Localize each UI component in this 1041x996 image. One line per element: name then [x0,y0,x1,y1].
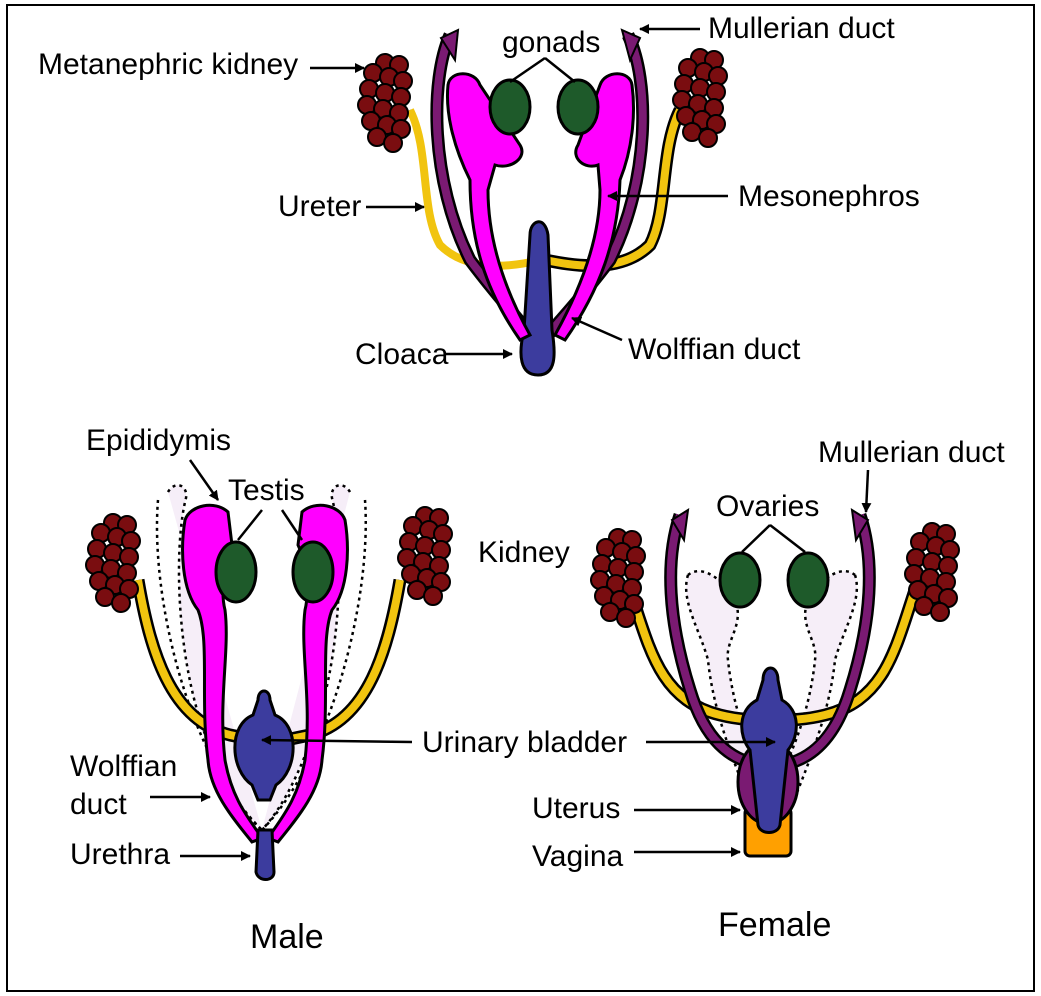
testis-left [216,542,256,602]
cloaca [521,222,554,375]
female-system: Mullerian duct Ovaries Uterus Vagina Fem… [532,436,1005,944]
pointer-gonads-left [510,58,545,82]
label-wolffian: Wolffian [70,750,177,783]
male-kidney-right [398,507,452,605]
ovary-right [788,553,828,607]
label-urinary-bladder: Urinary bladder [422,726,627,759]
kidney-left [358,54,412,152]
male-kidney-left [86,514,140,612]
label-metanephric-kidney: Metanephric kidney [38,48,298,81]
label-vagina: Vagina [532,840,624,873]
label-duct: duct [70,788,127,821]
label-gonads: gonads [502,26,600,59]
pointer-mullerian-duct-female [866,470,868,512]
gonad-right [558,80,598,134]
male-urethra [256,830,274,880]
label-urethra: Urethra [70,838,170,871]
pointer-ovaries-right [770,525,805,552]
pointer-wolffian-duct-top [572,318,622,340]
label-kidney: Kidney [478,536,570,569]
testis-right [293,542,333,602]
label-mullerian-duct-female: Mullerian duct [818,436,1005,469]
label-mullerian-duct-top: Mullerian duct [708,12,895,45]
label-mesonephros: Mesonephros [738,180,920,213]
label-testis: Testis [228,474,305,507]
pointer-testis-left [238,510,262,540]
label-uterus: Uterus [532,792,620,825]
indifferent-stage: Metanephric kidney gonads Mullerian duct… [38,12,920,375]
caption-male: Male [250,918,324,956]
label-epididymis: Epididymis [86,424,231,457]
male-system: Epididymis Testis Kidney Wolffian duct U… [70,424,627,956]
label-wolffian-duct-top: Wolffian duct [628,333,801,366]
label-cloaca: Cloaca [355,338,449,371]
gonad-left [490,80,530,134]
label-ovaries: Ovaries [716,490,819,523]
caption-female: Female [718,906,831,944]
pointer-gonads-right [545,58,575,82]
label-ureter: Ureter [278,190,361,223]
pointer-ovaries-left [742,525,770,552]
ovary-left [720,553,760,607]
female-kidney-left [591,529,645,627]
pointer-epididymis [190,460,218,500]
kidney-right [673,49,727,147]
